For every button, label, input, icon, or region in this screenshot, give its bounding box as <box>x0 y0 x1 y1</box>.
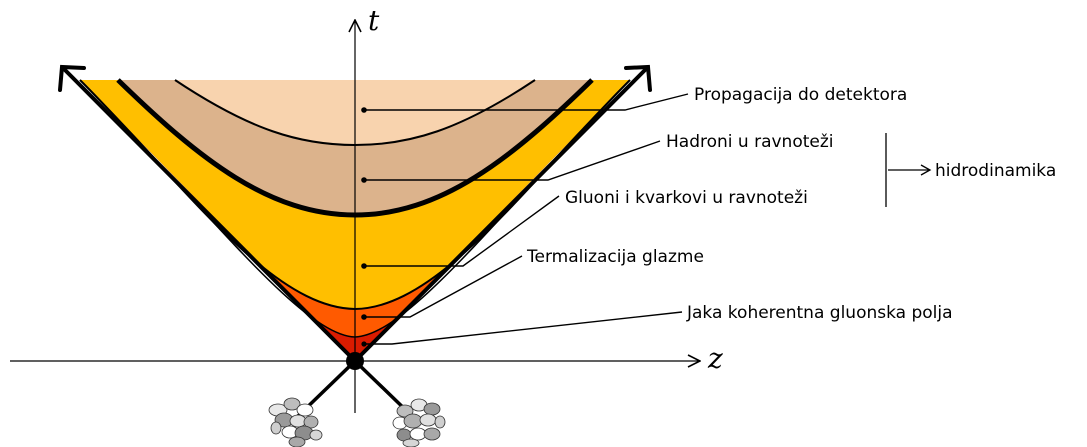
label-qgp: Gluoni i kvarkovi u ravnoteži <box>565 188 808 208</box>
nucleus-left-icon <box>268 397 323 447</box>
right-arrowhead <box>624 64 652 92</box>
time-axis-label: t <box>368 4 380 37</box>
space-axis-label: z <box>707 342 723 375</box>
bracket-arrow-head-icon <box>920 164 932 176</box>
label-propagation: Propagacija do detektora <box>694 85 907 105</box>
left-arrowhead <box>58 64 86 92</box>
stage-labels: Propagacija do detektora Hadroni u ravno… <box>526 85 953 323</box>
leader-fields <box>364 311 683 345</box>
hydrodynamics-bracket: hidrodinamika <box>885 133 1056 207</box>
light-cone-right-edge <box>353 68 647 363</box>
leader-qgp <box>364 195 560 267</box>
label-hydrodynamics: hidrodinamika <box>935 161 1056 181</box>
leader-lines <box>364 93 689 345</box>
colliding-nuclei <box>268 352 446 447</box>
leader-propagation <box>364 93 689 111</box>
leader-thermalization <box>364 255 523 318</box>
light-cone-edges <box>58 64 652 363</box>
collision-point <box>346 352 364 370</box>
label-fields: Jaka koherentna gluonska polja <box>686 303 953 323</box>
leader-hadrons <box>364 140 661 181</box>
label-thermalization: Termalizacija glazme <box>526 247 704 267</box>
light-cone-left-edge <box>63 68 357 363</box>
label-hadrons: Hadroni u ravnoteži <box>666 132 834 152</box>
nucleus-right-icon <box>392 398 446 447</box>
